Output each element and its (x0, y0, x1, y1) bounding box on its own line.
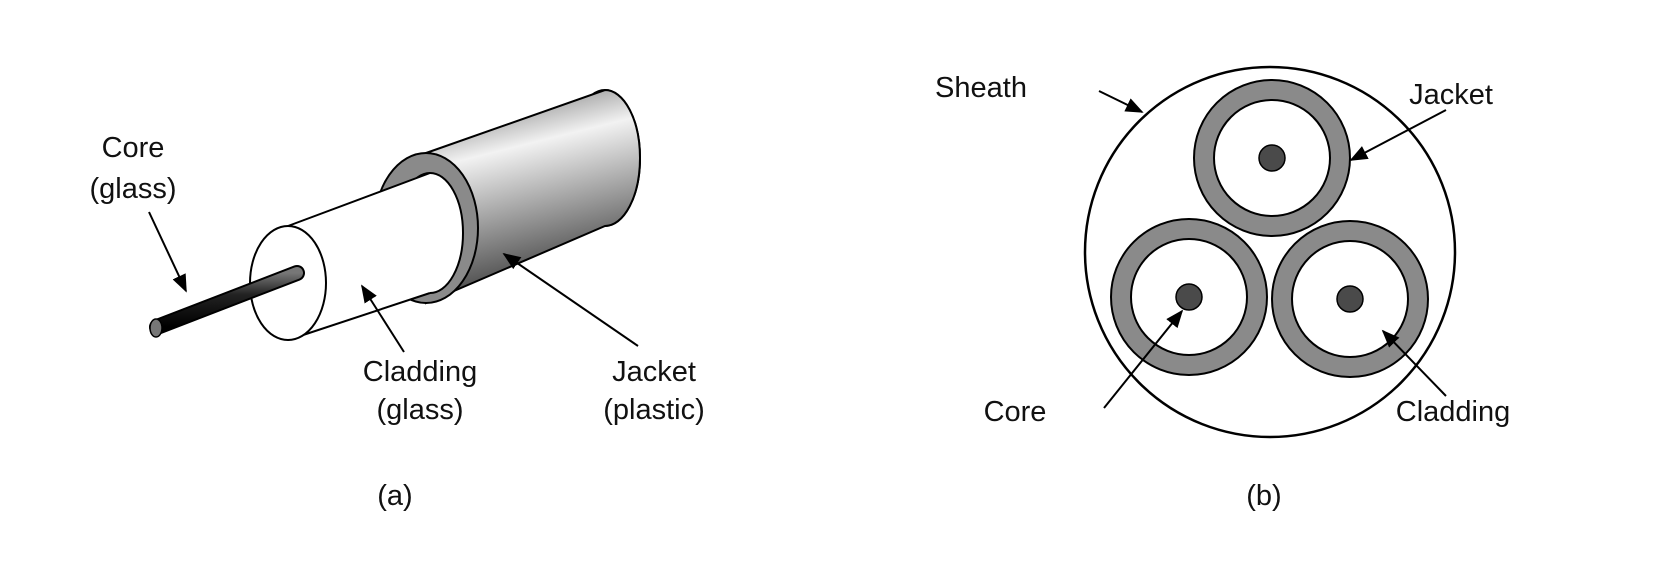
caption-a: (a) (377, 480, 412, 512)
jacket-body (425, 88, 641, 305)
core-rod-end (149, 318, 163, 338)
label-core: Core (984, 396, 1047, 428)
label-jacket: Jacket (612, 356, 696, 388)
label-jacket: Jacket (1409, 79, 1493, 111)
label-cladding-material: (glass) (376, 394, 463, 426)
label-cladding: Cladding (363, 356, 477, 388)
fiber-side-view: Core (glass) Cladding (glass) Jacket (pl… (89, 88, 705, 512)
label-core-material: (glass) (89, 173, 176, 205)
core-dot (1336, 285, 1364, 313)
jacket-arrow (1349, 109, 1447, 161)
caption-b: (b) (1246, 480, 1281, 512)
fiber-top (1193, 79, 1351, 237)
core-arrow (1103, 309, 1184, 409)
fiber-bottom-left (1110, 218, 1268, 376)
label-cladding: Cladding (1396, 396, 1510, 428)
label-sheath: Sheath (935, 72, 1027, 104)
label-jacket-material: (plastic) (603, 394, 705, 426)
cable-cross-section: Sheath Jacket Core Cladding (b) (935, 65, 1510, 512)
label-core: Core (102, 132, 165, 164)
cladding-arrow (1381, 329, 1447, 397)
core-arrow (148, 211, 187, 293)
cladding-arrow (361, 284, 405, 353)
core-dot (1175, 283, 1203, 311)
core-dot (1258, 144, 1286, 172)
jacket-arrow (502, 252, 639, 347)
sheath-arrow (1098, 90, 1144, 113)
